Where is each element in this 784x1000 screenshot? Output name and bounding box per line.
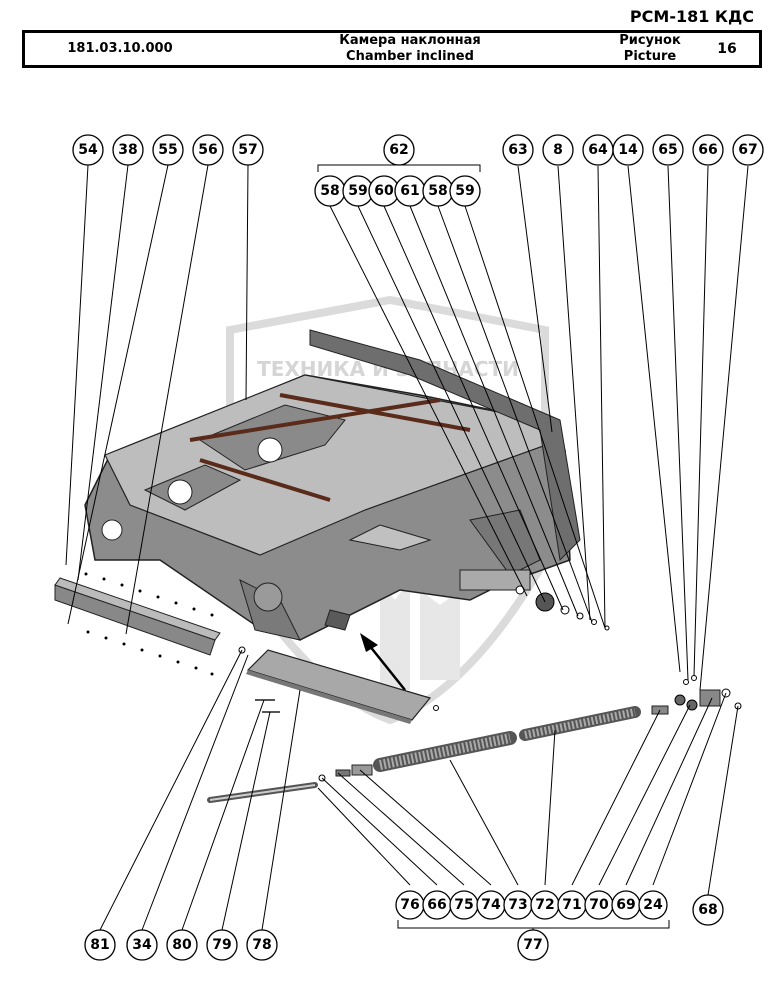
part-number: 181.03.10.000 (67, 41, 173, 56)
figure-label-ru: Рисунок (619, 33, 681, 48)
model-title: РСМ-181 КДС (629, 7, 754, 26)
callout-71: 71 (557, 890, 587, 920)
leader-lines (65, 164, 749, 931)
pins (255, 699, 280, 713)
part-number-cell: 181.03.10.000 (25, 33, 215, 65)
callout-65: 65 (652, 134, 684, 166)
svg-text:80: 80 (172, 937, 192, 953)
spring-hardware (318, 675, 742, 782)
callout-73: 73 (503, 890, 533, 920)
svg-text:77: 77 (523, 937, 542, 953)
callout-58-second: 58 (422, 175, 454, 207)
title-en: Chamber inclined (346, 49, 474, 64)
svg-text:59: 59 (455, 183, 474, 199)
callout-60: 60 (368, 175, 400, 207)
callout-77: 77 (517, 929, 549, 961)
callout-55: 55 (152, 134, 184, 166)
figure-number-cell: 16 (695, 33, 759, 65)
callout-57: 57 (232, 134, 264, 166)
svg-text:54: 54 (78, 142, 98, 158)
rod (207, 782, 318, 803)
svg-text:65: 65 (658, 142, 677, 158)
title-cell: Камера наклонная Chamber inclined (215, 33, 605, 65)
svg-text:14: 14 (618, 142, 638, 158)
svg-text:67: 67 (738, 142, 757, 158)
svg-text:59: 59 (348, 183, 367, 199)
callout-72: 72 (530, 890, 560, 920)
svg-text:69: 69 (616, 897, 635, 913)
svg-text:74: 74 (481, 897, 501, 913)
figure-number: 16 (717, 41, 737, 57)
callout-54: 54 (72, 134, 104, 166)
svg-text:68: 68 (698, 902, 717, 918)
callout-70: 70 (584, 890, 614, 920)
callout-68: 68 (692, 894, 724, 926)
callout-14: 14 (612, 134, 644, 166)
title-block: 181.03.10.000 Камера наклонная Chamber i… (22, 30, 762, 68)
callout-76: 76 (395, 890, 425, 920)
callout-38: 38 (112, 134, 144, 166)
svg-text:73: 73 (508, 897, 527, 913)
svg-text:81: 81 (90, 937, 109, 953)
figure-label-en: Picture (623, 49, 677, 64)
callout-80: 80 (166, 929, 198, 961)
callout-8: 8 (542, 134, 574, 166)
svg-text:58: 58 (428, 183, 447, 199)
callout-66-second: 66 (422, 890, 452, 920)
callout-62: 62 (383, 134, 415, 166)
title-ru: Камера наклонная (339, 33, 481, 48)
svg-text:8: 8 (553, 142, 563, 158)
svg-text:62: 62 (389, 142, 408, 158)
svg-text:34: 34 (132, 937, 152, 953)
callout-34: 34 (126, 929, 158, 961)
callout-79: 79 (206, 929, 238, 961)
figure-label-cell: Рисунок Picture (605, 33, 695, 65)
svg-text:57: 57 (238, 142, 257, 158)
angle-bar (54, 577, 221, 656)
callout-78: 78 (246, 929, 278, 961)
svg-text:79: 79 (212, 937, 231, 953)
svg-text:70: 70 (589, 897, 609, 913)
svg-text:66: 66 (427, 897, 446, 913)
svg-text:78: 78 (252, 937, 271, 953)
svg-text:72: 72 (535, 897, 554, 913)
callout-67: 67 (732, 134, 764, 166)
callout-64: 64 (582, 134, 614, 166)
spring-small (519, 706, 641, 741)
svg-text:63: 63 (508, 142, 527, 158)
callout-75: 75 (449, 890, 479, 920)
callout-58: 58 (314, 175, 346, 207)
svg-text:76: 76 (400, 897, 419, 913)
callout-59-second: 59 (449, 175, 481, 207)
svg-text:66: 66 (698, 142, 717, 158)
callout-24: 24 (638, 890, 668, 920)
svg-text:61: 61 (400, 183, 419, 199)
svg-text:75: 75 (454, 897, 473, 913)
callout-61: 61 (394, 175, 426, 207)
spring-large (373, 731, 517, 772)
bolts-left (84, 572, 214, 676)
svg-text:56: 56 (198, 142, 217, 158)
svg-text:38: 38 (118, 142, 137, 158)
callout-56: 56 (192, 134, 224, 166)
insertion-arrow (360, 633, 406, 691)
callout-69: 69 (611, 890, 641, 920)
svg-text:24: 24 (643, 897, 663, 913)
callout-66: 66 (692, 134, 724, 166)
callout-81: 81 (84, 929, 116, 961)
svg-text:55: 55 (158, 142, 177, 158)
plate (246, 649, 432, 724)
callout-63: 63 (502, 134, 534, 166)
svg-text:64: 64 (588, 142, 608, 158)
svg-text:71: 71 (562, 897, 581, 913)
svg-text:60: 60 (374, 183, 394, 199)
svg-text:58: 58 (320, 183, 339, 199)
callout-59: 59 (342, 175, 374, 207)
callout-74: 74 (476, 890, 506, 920)
